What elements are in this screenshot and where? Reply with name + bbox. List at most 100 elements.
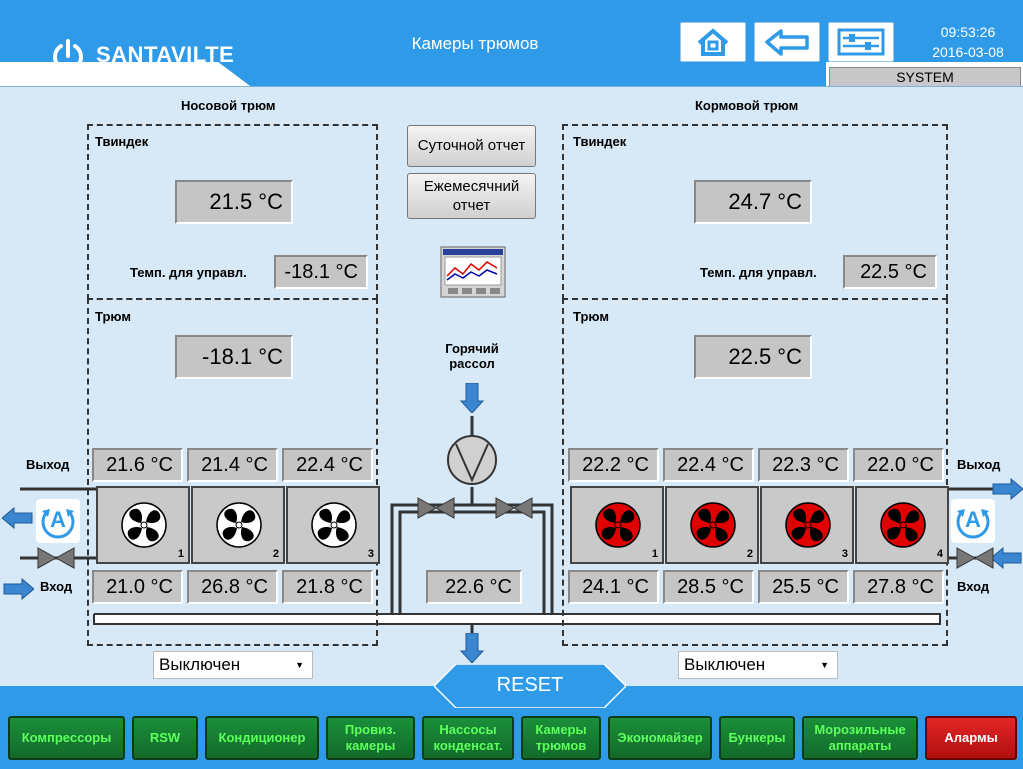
monthly-report-label-line1: Ежемесячний bbox=[423, 178, 520, 195]
stern-auto-mode-button[interactable]: A bbox=[951, 499, 995, 543]
monthly-report-button[interactable]: Ежемесячний отчет bbox=[407, 173, 536, 219]
brine-temp: 22.6 °C bbox=[426, 570, 522, 604]
bow-mode-select[interactable]: Выключен ▼ bbox=[153, 651, 313, 679]
chevron-down-icon: ▼ bbox=[820, 660, 829, 670]
stern-outlet-flow-arrow-icon bbox=[992, 478, 1023, 500]
stern-control-label: Темп. для управл. bbox=[700, 265, 817, 280]
bow-hold-panel bbox=[87, 298, 378, 646]
stern-fan-4[interactable]: 4 bbox=[855, 486, 949, 564]
bow-tweendeck-label: Твиндек bbox=[95, 134, 149, 149]
fan-icon bbox=[121, 502, 167, 548]
right-brine-valve-icon[interactable] bbox=[494, 496, 534, 520]
bow-inlet-temp-1: 21.0 °C bbox=[92, 570, 183, 604]
fan-number: 1 bbox=[651, 548, 658, 560]
fan-icon bbox=[216, 502, 262, 548]
bow-outlet-temp-2: 21.4 °C bbox=[187, 448, 278, 482]
bow-inlet-valve-icon[interactable] bbox=[36, 546, 76, 570]
hot-brine-label-line1: Горячий bbox=[445, 341, 499, 356]
clock-date: 2016-03-08 bbox=[932, 44, 1004, 60]
daily-report-button[interactable]: Суточной отчет bbox=[407, 125, 536, 167]
stern-inlet-temp-3: 25.5 °C bbox=[758, 570, 849, 604]
stern-hold-title: Кормовой трюм bbox=[695, 98, 799, 113]
stern-inlet-valve-icon[interactable] bbox=[955, 546, 995, 570]
page-title: Камеры трюмов bbox=[411, 34, 539, 53]
stern-fan-1[interactable]: 1 bbox=[570, 486, 664, 564]
stern-inlet-temp-2: 28.5 °C bbox=[663, 570, 754, 604]
drain-flow-arrow-icon bbox=[460, 633, 484, 663]
nav-compressors[interactable]: Компрессоры bbox=[8, 716, 125, 760]
nav-alarms[interactable]: Алармы bbox=[925, 716, 1017, 760]
fan-icon bbox=[785, 502, 831, 548]
stern-inlet-label: Вход bbox=[957, 579, 990, 594]
stern-outlet-label: Выход bbox=[957, 457, 1001, 472]
nav-freezers[interactable]: Морозильные аппараты bbox=[802, 716, 918, 760]
bow-inlet-label: Вход bbox=[40, 579, 73, 594]
stern-inlet-temp-4: 27.8 °C bbox=[853, 570, 944, 604]
bow-auto-mode-button[interactable]: A bbox=[36, 499, 80, 543]
stern-hold-panel bbox=[562, 298, 948, 646]
bow-hold-title: Носовой трюм bbox=[181, 98, 276, 113]
nav-economizer[interactable]: Экономайзер bbox=[608, 716, 712, 760]
fan-number: 2 bbox=[272, 548, 279, 560]
back-arrow-icon bbox=[765, 29, 809, 56]
pump-icon[interactable] bbox=[446, 434, 498, 486]
chevron-down-icon: ▼ bbox=[295, 660, 304, 670]
stern-mode-value: Выключен bbox=[684, 655, 766, 674]
nav-air-conditioner[interactable]: Кондиционер bbox=[205, 716, 319, 760]
stern-inlet-temp-1: 24.1 °C bbox=[568, 570, 659, 604]
bow-inlet-temp-3: 21.8 °C bbox=[282, 570, 373, 604]
bow-hold-label: Трюм bbox=[95, 309, 131, 324]
fan-number: 4 bbox=[936, 548, 943, 560]
back-button[interactable] bbox=[754, 22, 820, 62]
stern-tweendeck-label: Твиндек bbox=[573, 134, 627, 149]
nav-provision-rooms[interactable]: Провиз. камеры bbox=[326, 716, 415, 760]
bow-fan-1[interactable]: 1 bbox=[96, 486, 190, 564]
bow-inlet-temp-2: 26.8 °C bbox=[187, 570, 278, 604]
hot-brine-label-line2: рассол bbox=[449, 356, 495, 371]
auto-badge: A bbox=[965, 507, 981, 532]
stern-fan-3[interactable]: 3 bbox=[760, 486, 854, 564]
trend-chart-button[interactable] bbox=[440, 246, 506, 298]
bow-fan-2[interactable]: 2 bbox=[191, 486, 285, 564]
monthly-report-label-line2: отчет bbox=[452, 197, 491, 214]
reset-button[interactable]: RESET bbox=[432, 663, 628, 709]
bow-outlet-temp-3: 22.4 °C bbox=[282, 448, 373, 482]
stern-outlet-temp-3: 22.3 °C bbox=[758, 448, 849, 482]
left-brine-valve-icon[interactable] bbox=[416, 496, 456, 520]
fan-number: 2 bbox=[746, 548, 753, 560]
fan-icon bbox=[311, 502, 357, 548]
fan-icon bbox=[595, 502, 641, 548]
settings-button[interactable] bbox=[828, 22, 894, 62]
fan-number: 3 bbox=[841, 548, 848, 560]
stern-mode-select[interactable]: Выключен ▼ bbox=[678, 651, 838, 679]
nav-bunkers[interactable]: Бункеры bbox=[719, 716, 795, 760]
header: SANTAVILTE Камеры трюмов 09:53:26 2016-0… bbox=[0, 0, 1023, 96]
nav-hold-chambers[interactable]: Камеры трюмов bbox=[521, 716, 601, 760]
fan-number: 1 bbox=[177, 548, 184, 560]
bow-mode-value: Выключен bbox=[159, 655, 241, 674]
stern-fan-2[interactable]: 2 bbox=[665, 486, 759, 564]
fan-number: 3 bbox=[367, 548, 374, 560]
stern-hold-temp: 22.5 °C bbox=[694, 335, 812, 379]
bow-control-label: Темп. для управл. bbox=[130, 265, 247, 280]
nav-condensate-pumps[interactable]: Нассосы конденсат. bbox=[422, 716, 514, 760]
auto-mode-icon bbox=[956, 509, 990, 539]
nav-rsw[interactable]: RSW bbox=[132, 716, 198, 760]
bow-control-temp: -18.1 °C bbox=[274, 255, 368, 289]
bow-inlet-flow-arrow-icon bbox=[3, 578, 34, 600]
stern-hold-label: Трюм bbox=[573, 309, 609, 324]
stern-outlet-temp-2: 22.4 °C bbox=[663, 448, 754, 482]
stern-outlet-temp-4: 22.0 °C bbox=[853, 448, 944, 482]
home-icon bbox=[697, 28, 729, 56]
clock-time: 09:53:26 bbox=[940, 24, 996, 40]
bow-fan-3[interactable]: 3 bbox=[286, 486, 380, 564]
auto-badge: A bbox=[50, 507, 66, 532]
piping-diagram bbox=[20, 416, 1005, 640]
bow-outlet-temp-1: 21.6 °C bbox=[92, 448, 183, 482]
power-icon bbox=[53, 39, 83, 72]
stern-inlet-flow-arrow-icon bbox=[991, 547, 1022, 569]
home-button[interactable] bbox=[680, 22, 746, 62]
reset-label: RESET bbox=[496, 674, 564, 696]
settings-sliders-icon bbox=[837, 28, 885, 56]
bow-outlet-flow-arrow-icon bbox=[2, 507, 33, 529]
